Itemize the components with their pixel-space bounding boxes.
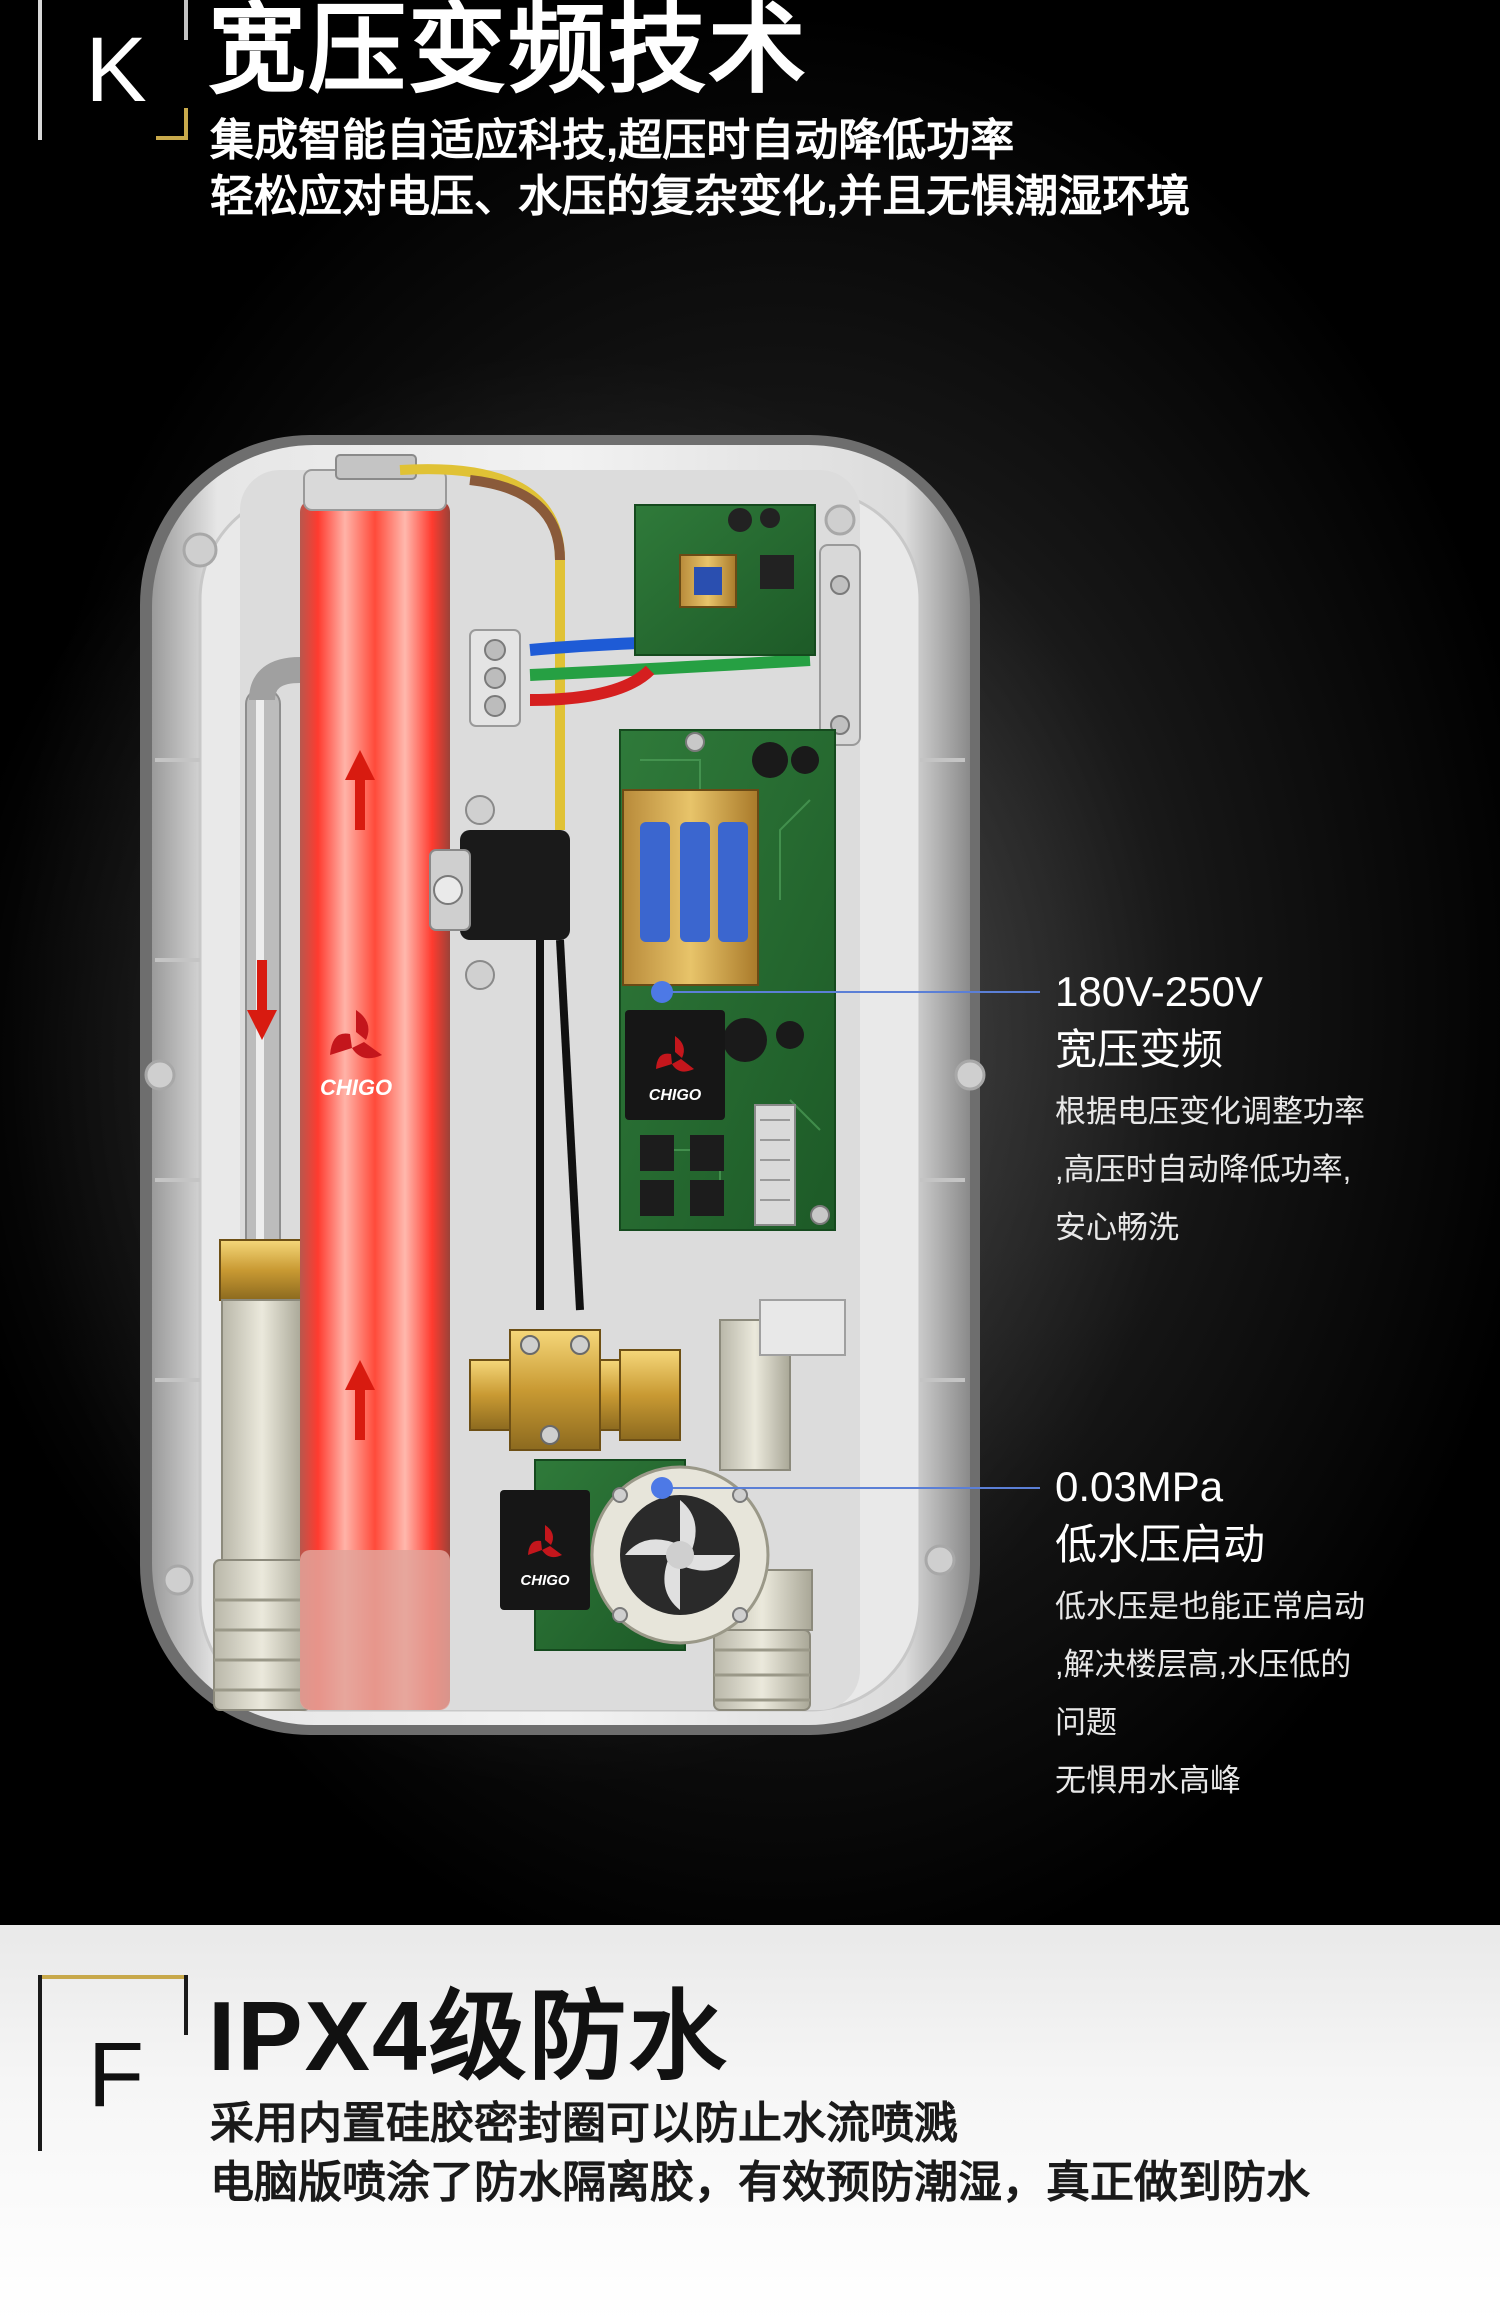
section-badge-k: K xyxy=(38,0,188,140)
relay-brand-label: CHIGO xyxy=(649,1087,702,1104)
heater-brand-label: CHIGO xyxy=(320,1075,392,1100)
section-waterproof: F IPX4级防水 采用内置硅胶密封圈可以防止水流喷溅 电脑版喷涂了防水隔离胶，… xyxy=(0,1925,1500,2322)
voltage-range-value: 180V-250V xyxy=(1055,968,1263,1015)
badge-letter-f: F xyxy=(87,2024,145,2126)
badge-letter-k: K xyxy=(85,19,147,121)
section-wide-voltage: K 宽压变频技术 集成智能自适应科技,超压时自动降低功率 轻松应对电压、水压的复… xyxy=(0,0,1500,1925)
water-heater-internals-illustration: CHIGO xyxy=(0,350,1180,1790)
voltage-callout-desc-2: ,高压时自动降低功率, xyxy=(1055,1152,1352,1187)
section-f-line-2: 电脑版喷涂了防水隔离胶，有效预防潮湿，真正做到防水 xyxy=(210,2158,1310,2207)
voltage-callout-desc-3: 安心畅洗 xyxy=(1055,1210,1179,1245)
pressure-value: 0.03MPa xyxy=(1055,1463,1224,1510)
section-title-f: IPX4级防水 xyxy=(208,1981,729,2091)
pressure-callout-desc-4: 无惧用水高峰 xyxy=(1055,1763,1241,1798)
pressure-callout-heading: 低水压启动 xyxy=(1055,1521,1266,1568)
section-k-line-2: 轻松应对电压、水压的复杂变化,并且无惧潮湿环境 xyxy=(210,172,1191,221)
lower-relay-brand-label: CHIGO xyxy=(520,1572,570,1589)
section-f-line-1: 采用内置硅胶密封圈可以防止水流喷溅 xyxy=(210,2099,958,2148)
section-title-k: 宽压变频技术 xyxy=(208,0,809,104)
voltage-callout-desc-1: 根据电压变化调整功率 xyxy=(1055,1094,1365,1129)
section-k-line-1: 集成智能自适应科技,超压时自动降低功率 xyxy=(210,116,1015,165)
voltage-callout-heading: 宽压变频 xyxy=(1055,1026,1224,1073)
pressure-callout-desc-1: 低水压是也能正常启动 xyxy=(1055,1589,1365,1624)
pressure-callout-desc-3: 问题 xyxy=(1055,1705,1117,1740)
section-badge-f: F xyxy=(38,1975,188,2151)
pressure-callout-desc-2: ,解决楼层高,水压低的 xyxy=(1055,1647,1352,1682)
